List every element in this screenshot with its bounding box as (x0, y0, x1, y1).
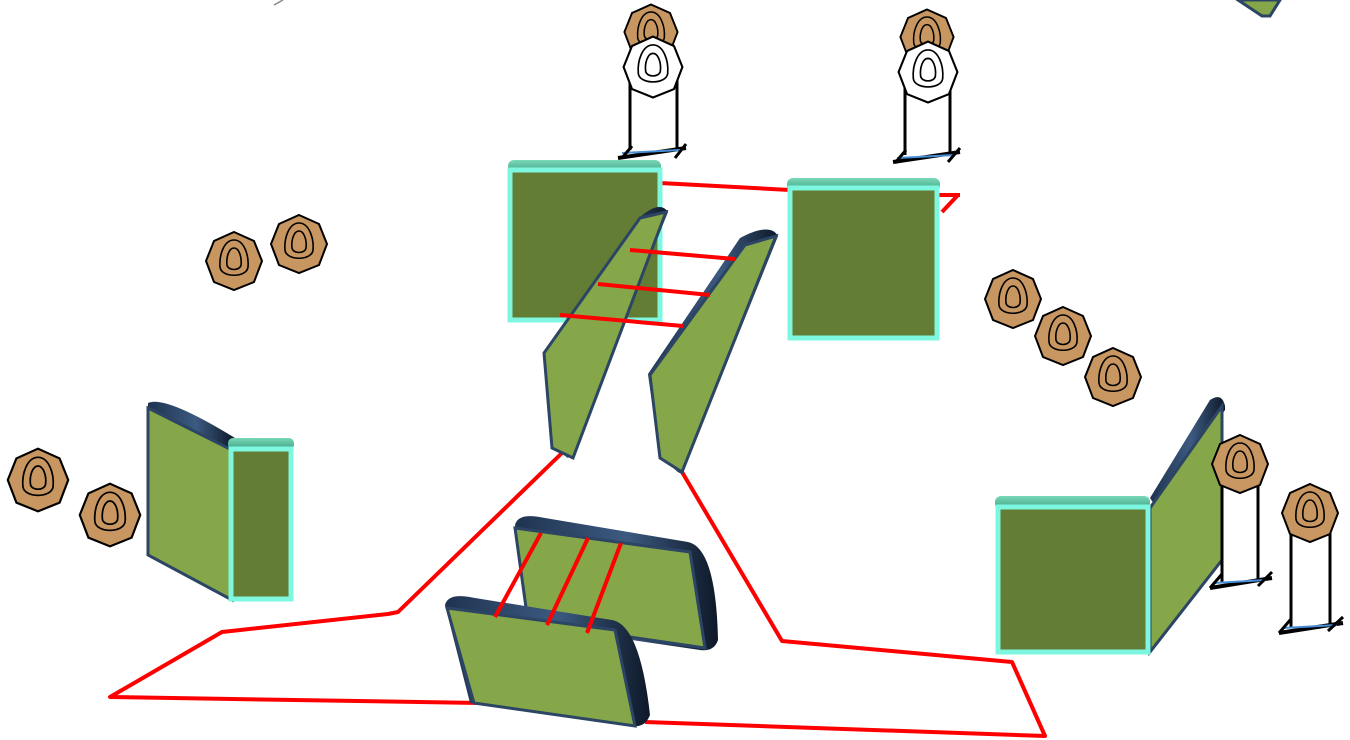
fault-line-top-right-diag (940, 193, 960, 214)
paper-target-stand-right-b (1281, 483, 1339, 543)
wall-square-center-right (787, 178, 940, 341)
paper-target-left-lower-2 (78, 482, 142, 548)
edge-fragment (273, 0, 284, 6)
target-stand-right-b (1277, 530, 1345, 635)
wall-port-left (542, 207, 669, 461)
port-bars-lower (493, 532, 623, 634)
fault-line-left (108, 450, 565, 705)
paper-target-right-3 (1084, 347, 1142, 407)
no-shoot-target-top-right (897, 40, 959, 104)
paper-target-stand-right-a (1211, 434, 1269, 494)
wall-left-narrow (228, 438, 294, 602)
paper-target-left-lower-1 (6, 447, 70, 513)
target-stand-right-a (1208, 480, 1274, 590)
wall-fragment-top-right (1235, 0, 1282, 18)
target-stand-top-right (892, 85, 962, 164)
no-shoot-target-top-left (622, 35, 684, 99)
paper-target-left-upper-2 (270, 214, 328, 274)
wall-port-right (648, 229, 779, 475)
fault-line-top (659, 181, 791, 192)
target-stand-top-left (617, 80, 688, 160)
wall-right-angled (1148, 397, 1225, 657)
port-bars-upper (559, 248, 736, 328)
paper-target-right-1 (984, 269, 1042, 329)
wall-port-bottom-front (444, 596, 650, 728)
fault-lines (108, 181, 1047, 738)
wall-square-right (995, 496, 1151, 655)
paper-target-left-upper-1 (205, 231, 263, 291)
fault-line-right (644, 470, 1047, 738)
wall-left-angled (146, 401, 235, 603)
paper-target-right-2 (1034, 306, 1092, 366)
